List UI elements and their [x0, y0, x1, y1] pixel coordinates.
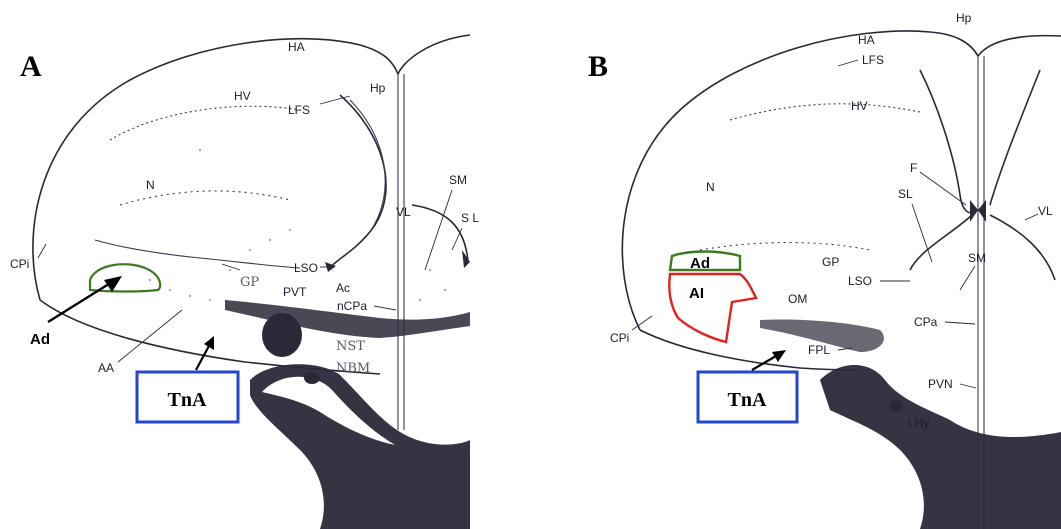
panel-a-pointer-label: Ad [30, 331, 50, 348]
panel-b-fornix [970, 200, 978, 222]
panel-a-stipple [149, 149, 446, 301]
panel-b-label-sl: SL [898, 187, 913, 201]
panel-a-tna-callout: TnA [137, 336, 238, 422]
panel-a-label-gp: GP [240, 275, 259, 290]
panel-a-tna-label: TnA [168, 389, 207, 411]
panel-b-lead-pvn [960, 384, 976, 388]
panel-b-letter: B [588, 50, 608, 83]
panel-a-lead-aa [118, 310, 182, 362]
panel-a-label-ha: HA [288, 40, 305, 54]
panel-a-ventricle [330, 95, 386, 268]
panel-a-label-lfs: LFS [288, 103, 310, 117]
panel-b-label-lso: LSO [848, 274, 872, 288]
panel-a-label-vl: VL [396, 205, 411, 219]
panel-b-label-pvn: PVN [928, 377, 953, 391]
panel-b-label-n: N [706, 180, 715, 194]
panel-b-lead-sm [960, 266, 975, 290]
panel-b-ventricle-right [990, 70, 1040, 205]
panel-a-lead-ncpa [374, 306, 396, 310]
panel-b-lead-lfs [838, 60, 858, 66]
panel-b-label-hv: HV [851, 99, 868, 113]
panel-a-label-n: N [146, 178, 155, 192]
panel-a-nst-nucleus [262, 313, 302, 357]
panel-a-lead-gp [222, 264, 240, 270]
panel-b-label-hp: Hp [956, 11, 972, 25]
panel-b-ventricle-right-2 [990, 215, 1055, 280]
panel-b-lead-vl [1025, 214, 1038, 220]
panel-b-label-om: OM [788, 292, 807, 306]
panel-a-ad-pointer [48, 276, 122, 322]
panel-b-region-ad: Ad [670, 252, 740, 273]
panel-b-label-sm: SM [968, 251, 986, 265]
panel-b: B Hp HA LFS HV N F SL VL GP SM L [588, 11, 1061, 529]
panel-a-label-lso: LSO [294, 261, 318, 275]
panel-b-label-gp: GP [822, 255, 839, 269]
panel-a-lamina-3 [120, 191, 290, 205]
panel-a-label-ncpa: nCPa [337, 299, 367, 313]
panel-a-label-nbm: NBM [336, 361, 370, 376]
panel-b-region-ad-label: Ad [690, 255, 710, 272]
panel-b-label-vl: VL [1038, 204, 1053, 218]
panel-b-label-cpi: CPi [610, 331, 629, 345]
panel-b-fornix-2 [978, 200, 986, 222]
panel-a-label-cpi: CPi [10, 257, 29, 271]
panel-a-region-ad-outline [90, 264, 160, 291]
panel-a-label-hp: Hp [370, 81, 386, 95]
panel-b-dark-nucleus [890, 400, 902, 412]
panel-a-label-aa: AA [98, 361, 114, 375]
panel-a-lamina-2 [110, 106, 300, 140]
panel-b-lead-cpa [945, 322, 975, 324]
panel-b-region-ai-label: AI [689, 285, 704, 302]
panel-b-label-ha: HA [858, 33, 875, 47]
panel-a-label-pvt: PVT [283, 285, 307, 299]
panel-b-label-cpa: CPa [914, 315, 938, 329]
panel-a-letter: A [20, 50, 42, 83]
panel-a-ventral-boundary [40, 300, 380, 374]
panel-b-lead-sl [912, 204, 932, 262]
panel-b-label-lhy: LHy [908, 416, 929, 430]
panel-a-label-sm: SM [449, 173, 467, 187]
panel-a-label-ac: Ac [336, 281, 350, 295]
panel-a-ventricle-inner [350, 100, 385, 232]
panel-a-lead-cpi [38, 244, 46, 258]
panel-a-label-nst: NST [336, 339, 365, 354]
panel-b-tna-label: TnA [728, 389, 767, 411]
panel-a-nbm-nucleus [304, 372, 320, 384]
panel-b-label-f: F [910, 161, 917, 175]
panel-b-lamina [730, 104, 920, 120]
panel-a-lead-sm [425, 190, 452, 270]
panel-b-ventricle-left-2 [910, 215, 972, 270]
panel-b-label-fpl: FPL [808, 343, 830, 357]
panel-a: A HA HV LFS [10, 35, 479, 529]
panel-a-label-hv: HV [234, 89, 251, 103]
panel-a-label-sl: S L [461, 211, 479, 225]
panel-a-lead-sl [452, 228, 462, 250]
panel-b-label-lfs: LFS [862, 53, 884, 67]
panel-b-region-ai: AI [669, 274, 756, 342]
panel-b-lamina-2 [700, 243, 870, 251]
